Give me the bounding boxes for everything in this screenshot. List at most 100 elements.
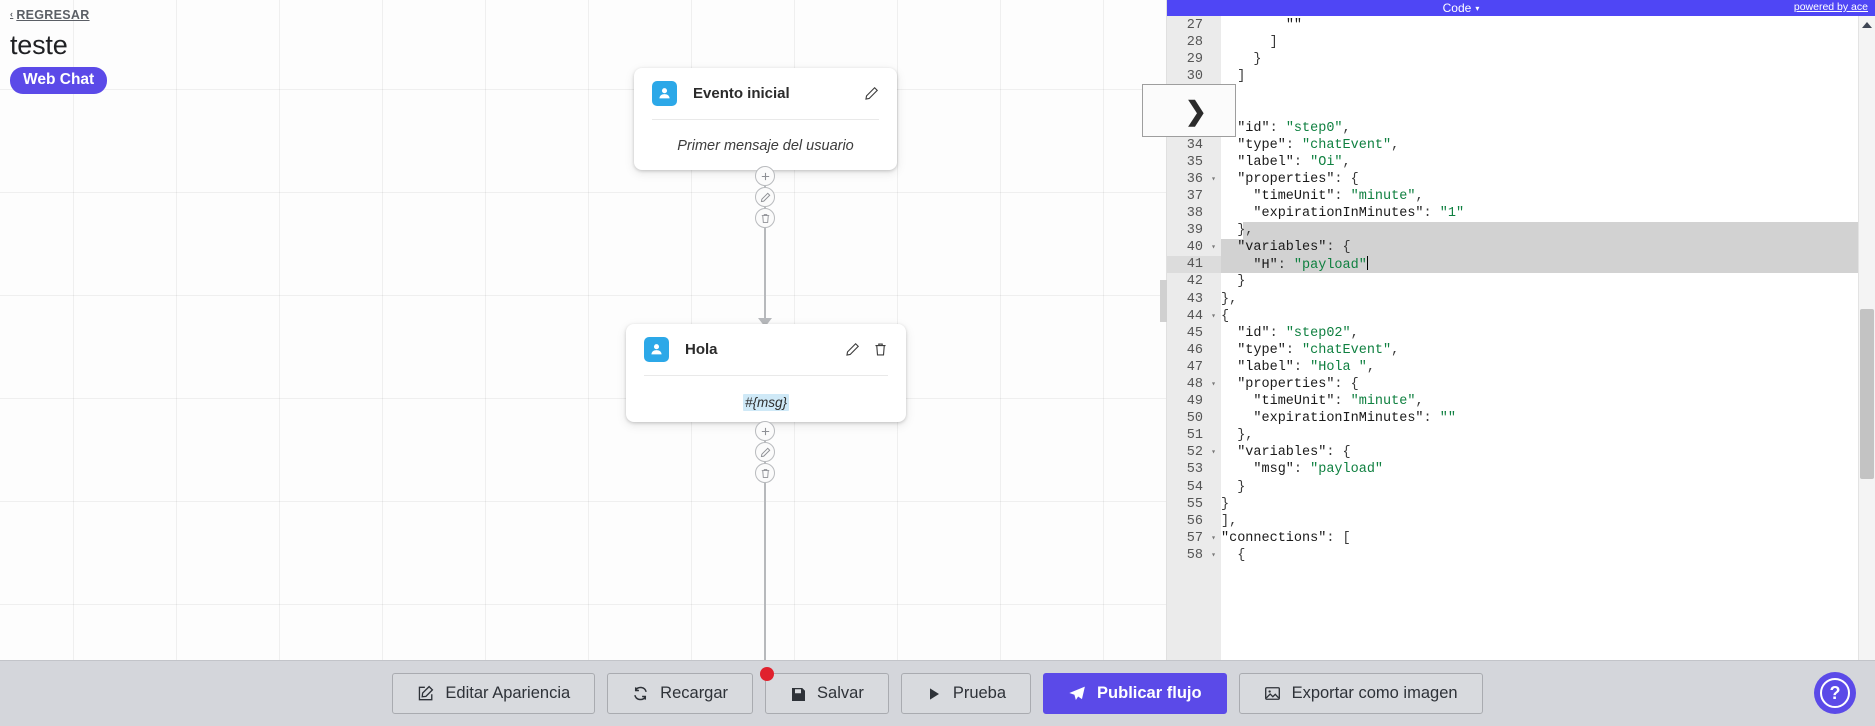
gutter-line-54[interactable]: 54 [1186, 479, 1203, 495]
gutter-line-53[interactable]: 53 [1186, 462, 1203, 478]
gutter-line-52[interactable]: 52▾ [1186, 445, 1216, 461]
toolbar-button-exportar-como-imagen[interactable]: Exportar como imagen [1238, 673, 1483, 714]
scroll-up-arrow-icon[interactable] [1862, 22, 1872, 28]
gutter-line-38[interactable]: 38 [1186, 206, 1203, 222]
toolbar-button-prueba[interactable]: Prueba [900, 673, 1032, 714]
fold-toggle-icon[interactable]: ▾ [1211, 243, 1216, 253]
code-line[interactable]: "properties": { [1237, 376, 1359, 392]
code-line[interactable]: "timeUnit": "minute", [1253, 394, 1424, 410]
code-line[interactable]: "variables": { [1237, 240, 1351, 256]
gutter-line-46[interactable]: 46 [1186, 342, 1203, 358]
gutter-line-34[interactable]: 34 [1186, 137, 1203, 153]
gutter-line-39[interactable]: 39 [1186, 223, 1203, 239]
delete-icon[interactable] [755, 208, 775, 228]
editor-vertical-scrollbar[interactable] [1858, 16, 1875, 660]
gutter-line-35[interactable]: 35 [1186, 154, 1203, 170]
gutter-line-29[interactable]: 29 [1186, 52, 1203, 68]
code-line[interactable]: }, [1237, 428, 1254, 444]
code-line[interactable]: "type": "chatEvent", [1237, 137, 1400, 153]
code-line[interactable]: "label": "Oi", [1237, 154, 1351, 170]
code-line[interactable]: { [1221, 308, 1230, 324]
back-link[interactable]: ‹ REGRESAR [10, 8, 90, 22]
gutter-line-57[interactable]: 57▾ [1186, 530, 1216, 546]
fold-toggle-icon[interactable]: ▾ [1211, 174, 1216, 184]
code-line[interactable]: } [1253, 52, 1262, 68]
fold-toggle-icon[interactable]: ▾ [1211, 533, 1216, 543]
fold-toggle-icon[interactable]: ▾ [1211, 379, 1216, 389]
code-line[interactable]: } [1237, 274, 1246, 290]
gutter-line-41[interactable]: 41 [1167, 256, 1221, 274]
edit-icon[interactable] [864, 86, 879, 101]
code-editor-panel[interactable]: Code ▾ powered by ace 272829303132▾33343… [1142, 0, 1875, 660]
code-line[interactable]: ] [1269, 35, 1278, 51]
code-line[interactable]: "H": "payload" [1253, 256, 1368, 274]
edit-icon[interactable] [755, 187, 775, 207]
code-line[interactable]: "id": "step0", [1237, 120, 1351, 136]
code-line[interactable]: }, [1221, 291, 1238, 307]
gutter-line-28[interactable]: 28 [1186, 35, 1203, 51]
toolbar-button-editar-apariencia[interactable]: Editar Apariencia [392, 673, 596, 714]
fold-toggle-icon[interactable]: ▾ [1211, 311, 1216, 321]
plus-icon[interactable] [755, 166, 775, 186]
toolbar-button-recargar[interactable]: Recargar [607, 673, 754, 714]
gutter-line-56[interactable]: 56 [1186, 513, 1203, 529]
code-line[interactable]: "expirationInMinutes": "1" [1253, 206, 1465, 222]
gutter-line-42[interactable]: 42 [1186, 274, 1203, 290]
code-line[interactable]: "expirationInMinutes": "" [1253, 411, 1456, 427]
gutter-line-36[interactable]: 36▾ [1186, 171, 1216, 187]
connector-line-2 [764, 422, 766, 660]
code-line[interactable]: "id": "step02", [1237, 325, 1359, 341]
gutter-line-50[interactable]: 50 [1186, 411, 1203, 427]
code-line[interactable]: { [1221, 102, 1875, 119]
code-line[interactable]: }, [1237, 223, 1254, 239]
flow-node-evento-inicial[interactable]: Evento inicial Primer mensaje del usuari… [634, 68, 897, 170]
gutter-line-51[interactable]: 51 [1186, 428, 1203, 444]
scrollbar-thumb[interactable] [1860, 309, 1874, 479]
help-button[interactable]: ? [1814, 672, 1856, 714]
code-line[interactable]: ] [1237, 69, 1246, 85]
gutter-line-47[interactable]: 47 [1186, 359, 1203, 375]
code-line[interactable]: "label": "Hola ", [1237, 359, 1375, 375]
toolbar-button-salvar[interactable]: Salvar [760, 667, 889, 714]
code-line[interactable]: }, [1221, 85, 1875, 102]
gutter-line-37[interactable]: 37 [1186, 188, 1203, 204]
delete-icon[interactable] [755, 463, 775, 483]
powered-by-link[interactable]: powered by ace [1793, 1, 1868, 13]
flow-canvas[interactable]: ‹ REGRESAR teste Web Chat Evento inicial [0, 0, 1166, 660]
gutter-line-58[interactable]: 58▾ [1186, 547, 1216, 563]
gutter-line-45[interactable]: 45 [1186, 325, 1203, 341]
gutter-line-48[interactable]: 48▾ [1186, 376, 1216, 392]
flow-node-hola[interactable]: Hola #{msg} [626, 324, 906, 422]
code-mode-selector[interactable]: Code ▾ [1443, 1, 1480, 15]
code-editor-body[interactable]: 272829303132▾33343536▾37383940▾41424344▾… [1167, 16, 1875, 660]
gutter-line-30[interactable]: 30 [1186, 69, 1203, 85]
gutter-line-44[interactable]: 44▾ [1186, 308, 1216, 324]
code-line[interactable]: "properties": { [1237, 171, 1359, 187]
code-line[interactable]: ], [1221, 513, 1238, 529]
code-line[interactable]: "variables": { [1237, 445, 1351, 461]
chevron-right-icon: ❯ [1185, 95, 1207, 126]
gutter-line-40[interactable]: 40▾ [1186, 240, 1216, 256]
code-line[interactable]: "connections": [ [1221, 530, 1351, 546]
code-line[interactable]: "msg": "payload" [1253, 462, 1384, 478]
fold-toggle-icon[interactable]: ▾ [1211, 550, 1216, 560]
toolbar-button-publicar-flujo[interactable]: Publicar flujo [1043, 673, 1227, 714]
code-line[interactable]: "" [1285, 18, 1303, 33]
code-line[interactable]: "timeUnit": "minute", [1253, 188, 1424, 204]
plus-icon[interactable] [755, 421, 775, 441]
fold-toggle-icon[interactable]: ▾ [1211, 448, 1216, 458]
code-fold-popover[interactable]: ❯ [1142, 84, 1236, 137]
gutter-line-49[interactable]: 49 [1186, 394, 1203, 410]
gutter-line-27[interactable]: 27 [1186, 18, 1203, 33]
editor-content[interactable]: "" ] } ]},{ "id": "step0", "type": "chat… [1221, 16, 1875, 660]
gutter-line-43[interactable]: 43 [1186, 291, 1203, 307]
gutter-line-55[interactable]: 55 [1186, 496, 1203, 512]
delete-icon[interactable] [873, 342, 888, 357]
code-line[interactable]: { [1237, 547, 1246, 563]
user-icon [644, 337, 669, 362]
code-line[interactable]: "type": "chatEvent", [1237, 342, 1400, 358]
code-line[interactable]: } [1237, 479, 1246, 495]
edit-icon[interactable] [755, 442, 775, 462]
code-line[interactable]: } [1221, 496, 1230, 512]
edit-icon[interactable] [845, 342, 860, 357]
